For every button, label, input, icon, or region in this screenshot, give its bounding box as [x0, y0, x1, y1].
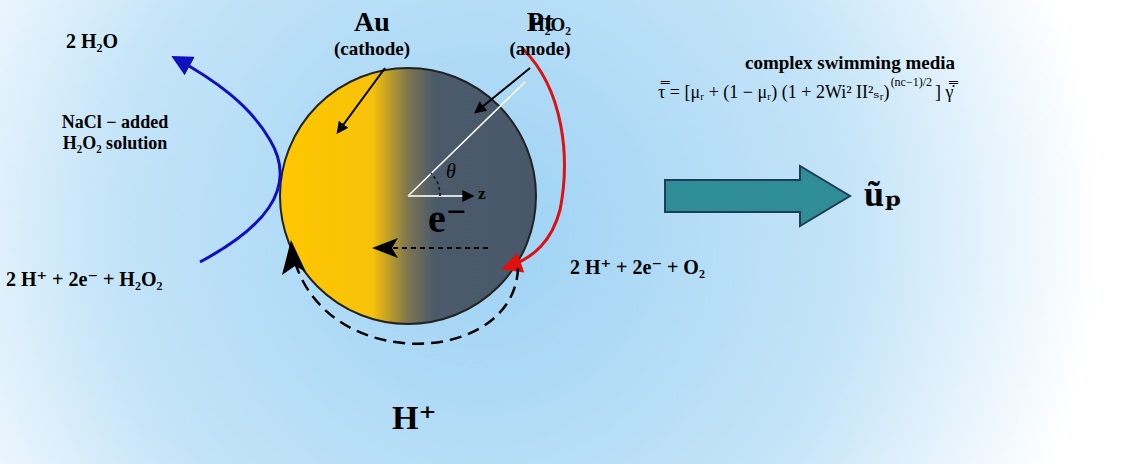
velocity-label: ũₚ: [864, 174, 902, 215]
proton-arrowhead: [282, 240, 306, 275]
medium-note: NaCl − added H₂O₂ solution: [50, 112, 180, 153]
pointer-arrow: [476, 68, 530, 112]
electron-arrow: [392, 247, 488, 249]
cathode-reaction: 2 H⁺ + 2e⁻ + H₂O₂: [6, 268, 162, 291]
proton-path: [295, 262, 518, 344]
part-role: (anode): [509, 38, 570, 60]
angle-label: θ: [446, 160, 456, 183]
velocity-arrow: [665, 166, 850, 226]
axis-label: z: [478, 184, 486, 204]
fuel-label: H₂O₂: [530, 14, 571, 36]
theta-arc: [431, 173, 440, 196]
part-name: Au: [354, 6, 390, 38]
equation-end: ] γ̿̇: [935, 82, 953, 103]
cathode-reaction-arrow: [175, 58, 280, 262]
reaction-product: 2 H₂O: [66, 30, 118, 53]
pointer-arrow: [338, 68, 385, 132]
proton-label: H⁺: [392, 398, 436, 437]
constitutive-equation: τ̿ = [μᵣ + (1 − μᵣ) (1 + 2Wi² II²ₛᵣ): [658, 82, 890, 103]
anode-reaction: 2 H⁺ + 2e⁻ + O₂: [570, 256, 705, 279]
angle-line: [408, 82, 525, 196]
electron-arrowhead: [372, 238, 398, 258]
medium-title: complex swimming media: [745, 52, 955, 74]
equation-exponent: (nc−1)/2: [891, 76, 932, 90]
electron-label: e⁻: [428, 196, 467, 242]
anode-reaction-arrow: [505, 48, 564, 268]
janus-particle: [280, 68, 536, 324]
part-role: (cathode): [334, 38, 410, 60]
